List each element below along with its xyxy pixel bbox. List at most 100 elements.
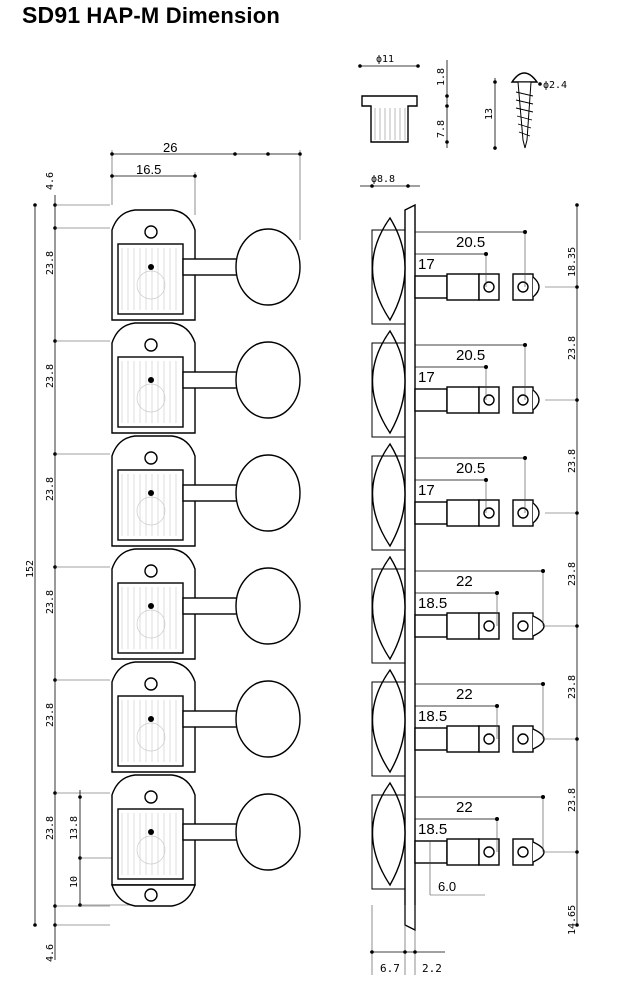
bushing-top-diameter: ϕ11 [376, 54, 394, 65]
tuner-shaft [182, 484, 241, 502]
string-post [446, 725, 480, 753]
post-from-edge-label: 10 [69, 876, 80, 888]
string-post-base [414, 275, 448, 299]
long-dim-label: 22 [456, 686, 473, 703]
left-dimension-ticks [53, 203, 110, 927]
screw-head-diameter: ϕ2.4 [543, 80, 567, 91]
dim-dot [484, 252, 488, 256]
string-hole [517, 620, 529, 632]
knob-side [371, 329, 406, 435]
post-cap [532, 502, 540, 524]
dim-dot [78, 795, 82, 799]
screw-length-label: 13 [484, 108, 495, 120]
screw-hole [144, 677, 158, 691]
dim-dot [523, 456, 527, 460]
dim-dot [266, 152, 270, 156]
spacing-label-3: 23.8 [45, 477, 56, 501]
post-cap [532, 841, 545, 863]
flange-thickness-label: 1.8 [436, 68, 447, 86]
knob-side [371, 555, 406, 661]
tuner-shaft [182, 710, 241, 728]
tuner-strip-top [111, 209, 301, 907]
long-dim-label: 20.5 [456, 347, 485, 364]
string-hole [483, 620, 495, 632]
spacing-label-4: 23.8 [45, 590, 56, 614]
string-post-base [414, 614, 448, 638]
tuner-shaft [182, 823, 241, 841]
dim-dot [370, 950, 374, 954]
dim-dot [484, 478, 488, 482]
dim-dot [445, 104, 449, 108]
string-post [446, 273, 480, 301]
short-dim-label: 17 [418, 256, 435, 273]
end-margin-bottom-label: 4.6 [45, 944, 56, 962]
dim-dot [233, 152, 237, 156]
plate-thickness-label: 2.2 [422, 962, 442, 975]
dim-dot [110, 174, 114, 178]
model-number: SD91 [22, 2, 81, 28]
knob-side [371, 216, 406, 322]
string-hole [517, 507, 529, 519]
bottom-right-label: 14.65 [567, 905, 578, 935]
dim-dot [523, 343, 527, 347]
tuner-cover-plate [117, 582, 184, 654]
string-post [446, 499, 480, 527]
mounting-plate [404, 203, 416, 932]
string-post-base [414, 727, 448, 751]
screw-hole [144, 564, 158, 578]
gear-outline [136, 835, 166, 865]
gear-post-dot [148, 716, 154, 722]
tuner-cover-plate [117, 243, 184, 315]
long-dim-label: 22 [456, 573, 473, 590]
gear-post-dot [148, 829, 154, 835]
dim-dot [33, 923, 37, 927]
dim-dot [493, 146, 497, 150]
screw-hole-pos-label: 13.8 [69, 816, 80, 840]
knob-housing-outline [371, 342, 406, 438]
dim-dot [193, 174, 197, 178]
screw-thread [515, 91, 534, 137]
gear-outline [136, 270, 166, 300]
right-dim-label: 23.8 [567, 449, 578, 473]
dim-dot [484, 365, 488, 369]
title-text: HAP-M Dimension [86, 3, 281, 28]
knob-housing-outline [371, 455, 406, 551]
bushing-height-label: 7.8 [436, 120, 447, 138]
dim-dot [495, 817, 499, 821]
knob-housing-outline [371, 229, 406, 325]
dim-dot [538, 82, 542, 86]
right-dim-label: 23.8 [567, 336, 578, 360]
overall-width-label: 26 [163, 140, 177, 155]
gear-outline [136, 496, 166, 526]
gear-post-dot [148, 377, 154, 383]
screw-hole [144, 338, 158, 352]
string-hole [483, 846, 495, 858]
long-dim-label: 20.5 [456, 460, 485, 477]
bushing-detail: ϕ11 1.8 7.8 ϕ8.8 [358, 54, 449, 188]
short-dim-label: 17 [418, 482, 435, 499]
knob-side [371, 668, 406, 774]
dim-dot [495, 591, 499, 595]
tuner-cover-plate [117, 695, 184, 767]
tuner-cover-plate [117, 808, 184, 880]
tuner-knob [235, 341, 301, 419]
string-hole [517, 733, 529, 745]
screw-shank [517, 81, 532, 149]
string-post [446, 612, 480, 640]
gear-post-dot [148, 603, 154, 609]
tuner-cover-plate [117, 356, 184, 428]
dim-dot [370, 184, 374, 188]
string-post-base [414, 840, 448, 864]
tuner-knob [235, 228, 301, 306]
post-offset-label: 16.5 [136, 162, 161, 177]
post-cap [532, 728, 545, 750]
string-post [446, 386, 480, 414]
post-cap [532, 389, 540, 411]
knob-housing-outline [371, 794, 406, 890]
tuner-shaft [182, 597, 241, 615]
tuner-knob [235, 454, 301, 532]
post-cap [532, 276, 540, 298]
